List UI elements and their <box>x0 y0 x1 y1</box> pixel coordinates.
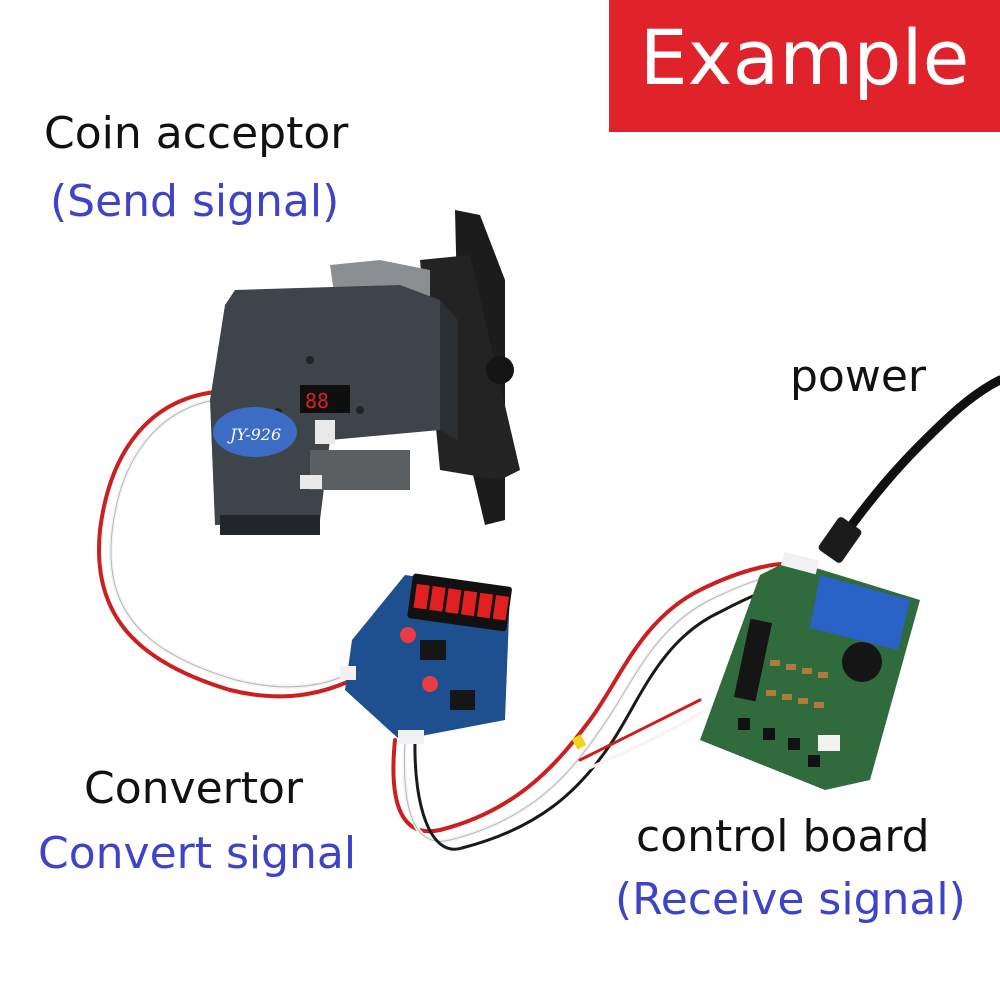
power-cable <box>818 375 1000 563</box>
example-badge: Example <box>609 0 1000 132</box>
control-board-pcb <box>700 551 920 790</box>
wire-coin-to-convertor <box>97 390 354 699</box>
power-title: power <box>790 351 926 402</box>
coin-acceptor-model-label <box>213 407 297 457</box>
coin-acceptor-title: Coin acceptor <box>44 108 349 159</box>
convertor-title: Convertor <box>84 763 303 814</box>
coin-display-digits: 88 <box>305 389 329 413</box>
convertor-role: Convert signal <box>38 828 357 879</box>
control-board-role: (Receive signal) <box>615 874 966 925</box>
wire-convertor-to-control-board <box>391 561 810 851</box>
coin-acceptor-role: (Send signal) <box>50 176 340 227</box>
coin-acceptor-model-text: JY-926 <box>227 425 281 444</box>
control-board-title: control board <box>636 811 930 862</box>
coin-acceptor-device: 88 JY-926 <box>210 210 520 535</box>
convertor-board <box>340 573 512 744</box>
example-badge-label: Example <box>639 13 970 102</box>
